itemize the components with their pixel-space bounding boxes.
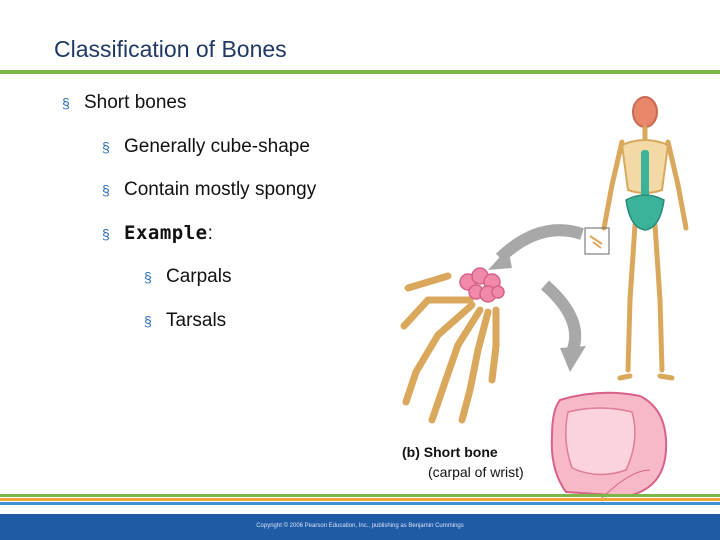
bullet-carpals: § Carpals <box>144 266 231 288</box>
square-bullet-icon: § <box>144 313 152 329</box>
square-bullet-icon: § <box>62 95 70 111</box>
curved-arrow-upper <box>495 224 584 263</box>
copyright-notice: Copyright © 2006 Pearson Education, Inc.… <box>256 523 464 529</box>
example-label: Example <box>124 222 208 244</box>
arrow-head-icon <box>560 346 586 372</box>
square-bullet-icon: § <box>102 226 110 242</box>
hand-thumbnail <box>589 235 603 249</box>
footer-bar <box>0 514 720 540</box>
bullet-cube-shape: § Generally cube-shape <box>102 136 310 158</box>
carpal-bones <box>459 267 505 303</box>
bullet-text: Carpals <box>166 266 232 287</box>
skeleton-figure <box>601 96 689 381</box>
example-colon: : <box>207 223 213 244</box>
footer-stripes <box>0 494 720 506</box>
square-bullet-icon: § <box>144 269 152 285</box>
carpal-bone-closeup <box>550 391 668 501</box>
curved-arrow-lower <box>540 280 582 355</box>
bullet-text: Short bones <box>84 92 187 113</box>
bullet-spongy: § Contain mostly spongy <box>102 179 316 201</box>
bullet-text: Generally cube-shape <box>124 136 310 157</box>
zoom-box <box>584 227 610 255</box>
bullet-example: § Example: <box>102 222 213 245</box>
figure-caption: (b) Short bone (carpal of wrist) <box>402 444 524 480</box>
title-divider <box>0 70 720 74</box>
bullet-short-bones: § Short bones <box>62 92 186 114</box>
spine-and-pelvis <box>625 150 665 231</box>
arrow-head-icon <box>488 248 512 270</box>
hand-bones <box>400 272 500 424</box>
caption-title: Short bone <box>423 444 498 460</box>
caption-label: (b) <box>402 444 420 460</box>
stripe-orange <box>0 498 720 501</box>
stripe-blue <box>0 502 720 505</box>
bullet-text: Contain mostly spongy <box>124 179 317 200</box>
square-bullet-icon: § <box>102 139 110 155</box>
bullet-text: Tarsals <box>166 310 227 331</box>
caption-subtitle: (carpal of wrist) <box>428 464 524 480</box>
slide-title: Classification of Bones <box>54 36 287 62</box>
stripe-green <box>0 494 720 497</box>
bullet-tarsals: § Tarsals <box>144 310 226 332</box>
square-bullet-icon: § <box>102 182 110 198</box>
